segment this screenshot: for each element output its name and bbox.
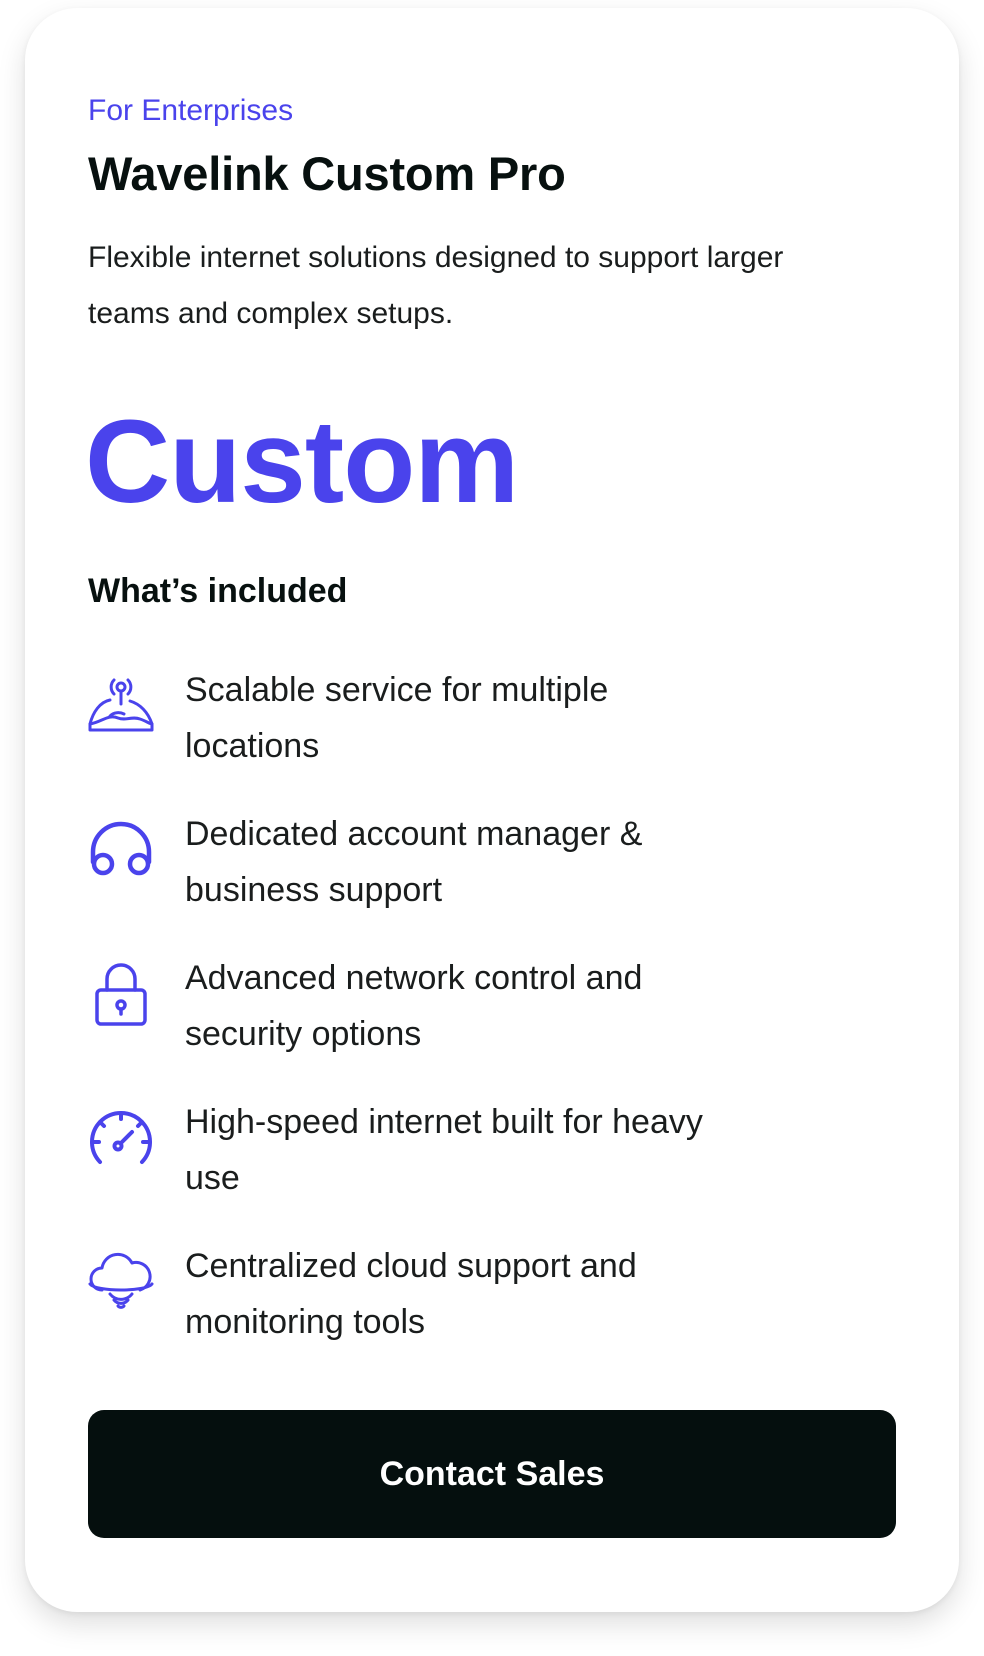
pricing-card: For Enterprises Wavelink Custom Pro Flex… xyxy=(25,8,959,1612)
plan-price: Custom xyxy=(85,396,519,528)
feature-label: Centralized cloud support and monitoring… xyxy=(185,1247,637,1341)
feature-item: High-speed internet built for heavy use xyxy=(88,1094,888,1238)
plan-eyebrow: For Enterprises xyxy=(88,94,294,127)
cloud-wifi-icon xyxy=(88,1250,154,1316)
feature-label: Scalable service for multiple locations xyxy=(185,671,609,765)
feature-item: Scalable service for multiple locations xyxy=(88,662,888,806)
headset-icon xyxy=(88,818,154,884)
lock-icon xyxy=(88,962,154,1028)
feature-label: Dedicated account manager & business sup… xyxy=(185,815,643,909)
feature-item: Centralized cloud support and monitoring… xyxy=(88,1238,888,1382)
included-heading: What’s included xyxy=(88,572,348,610)
plan-description: Flexible internet solutions designed to … xyxy=(88,241,784,330)
feature-label: High-speed internet built for heavy use xyxy=(185,1103,703,1197)
feature-item: Dedicated account manager & business sup… xyxy=(88,806,888,950)
feature-label: Advanced network control and security op… xyxy=(185,959,643,1053)
contact-sales-button[interactable]: Contact Sales xyxy=(88,1410,896,1538)
plan-title: Wavelink Custom Pro xyxy=(88,147,566,200)
feature-list: Scalable service for multiple locations … xyxy=(88,662,888,1382)
speedometer-icon xyxy=(88,1106,154,1172)
location-signal-icon xyxy=(88,674,154,740)
feature-item: Advanced network control and security op… xyxy=(88,950,888,1094)
